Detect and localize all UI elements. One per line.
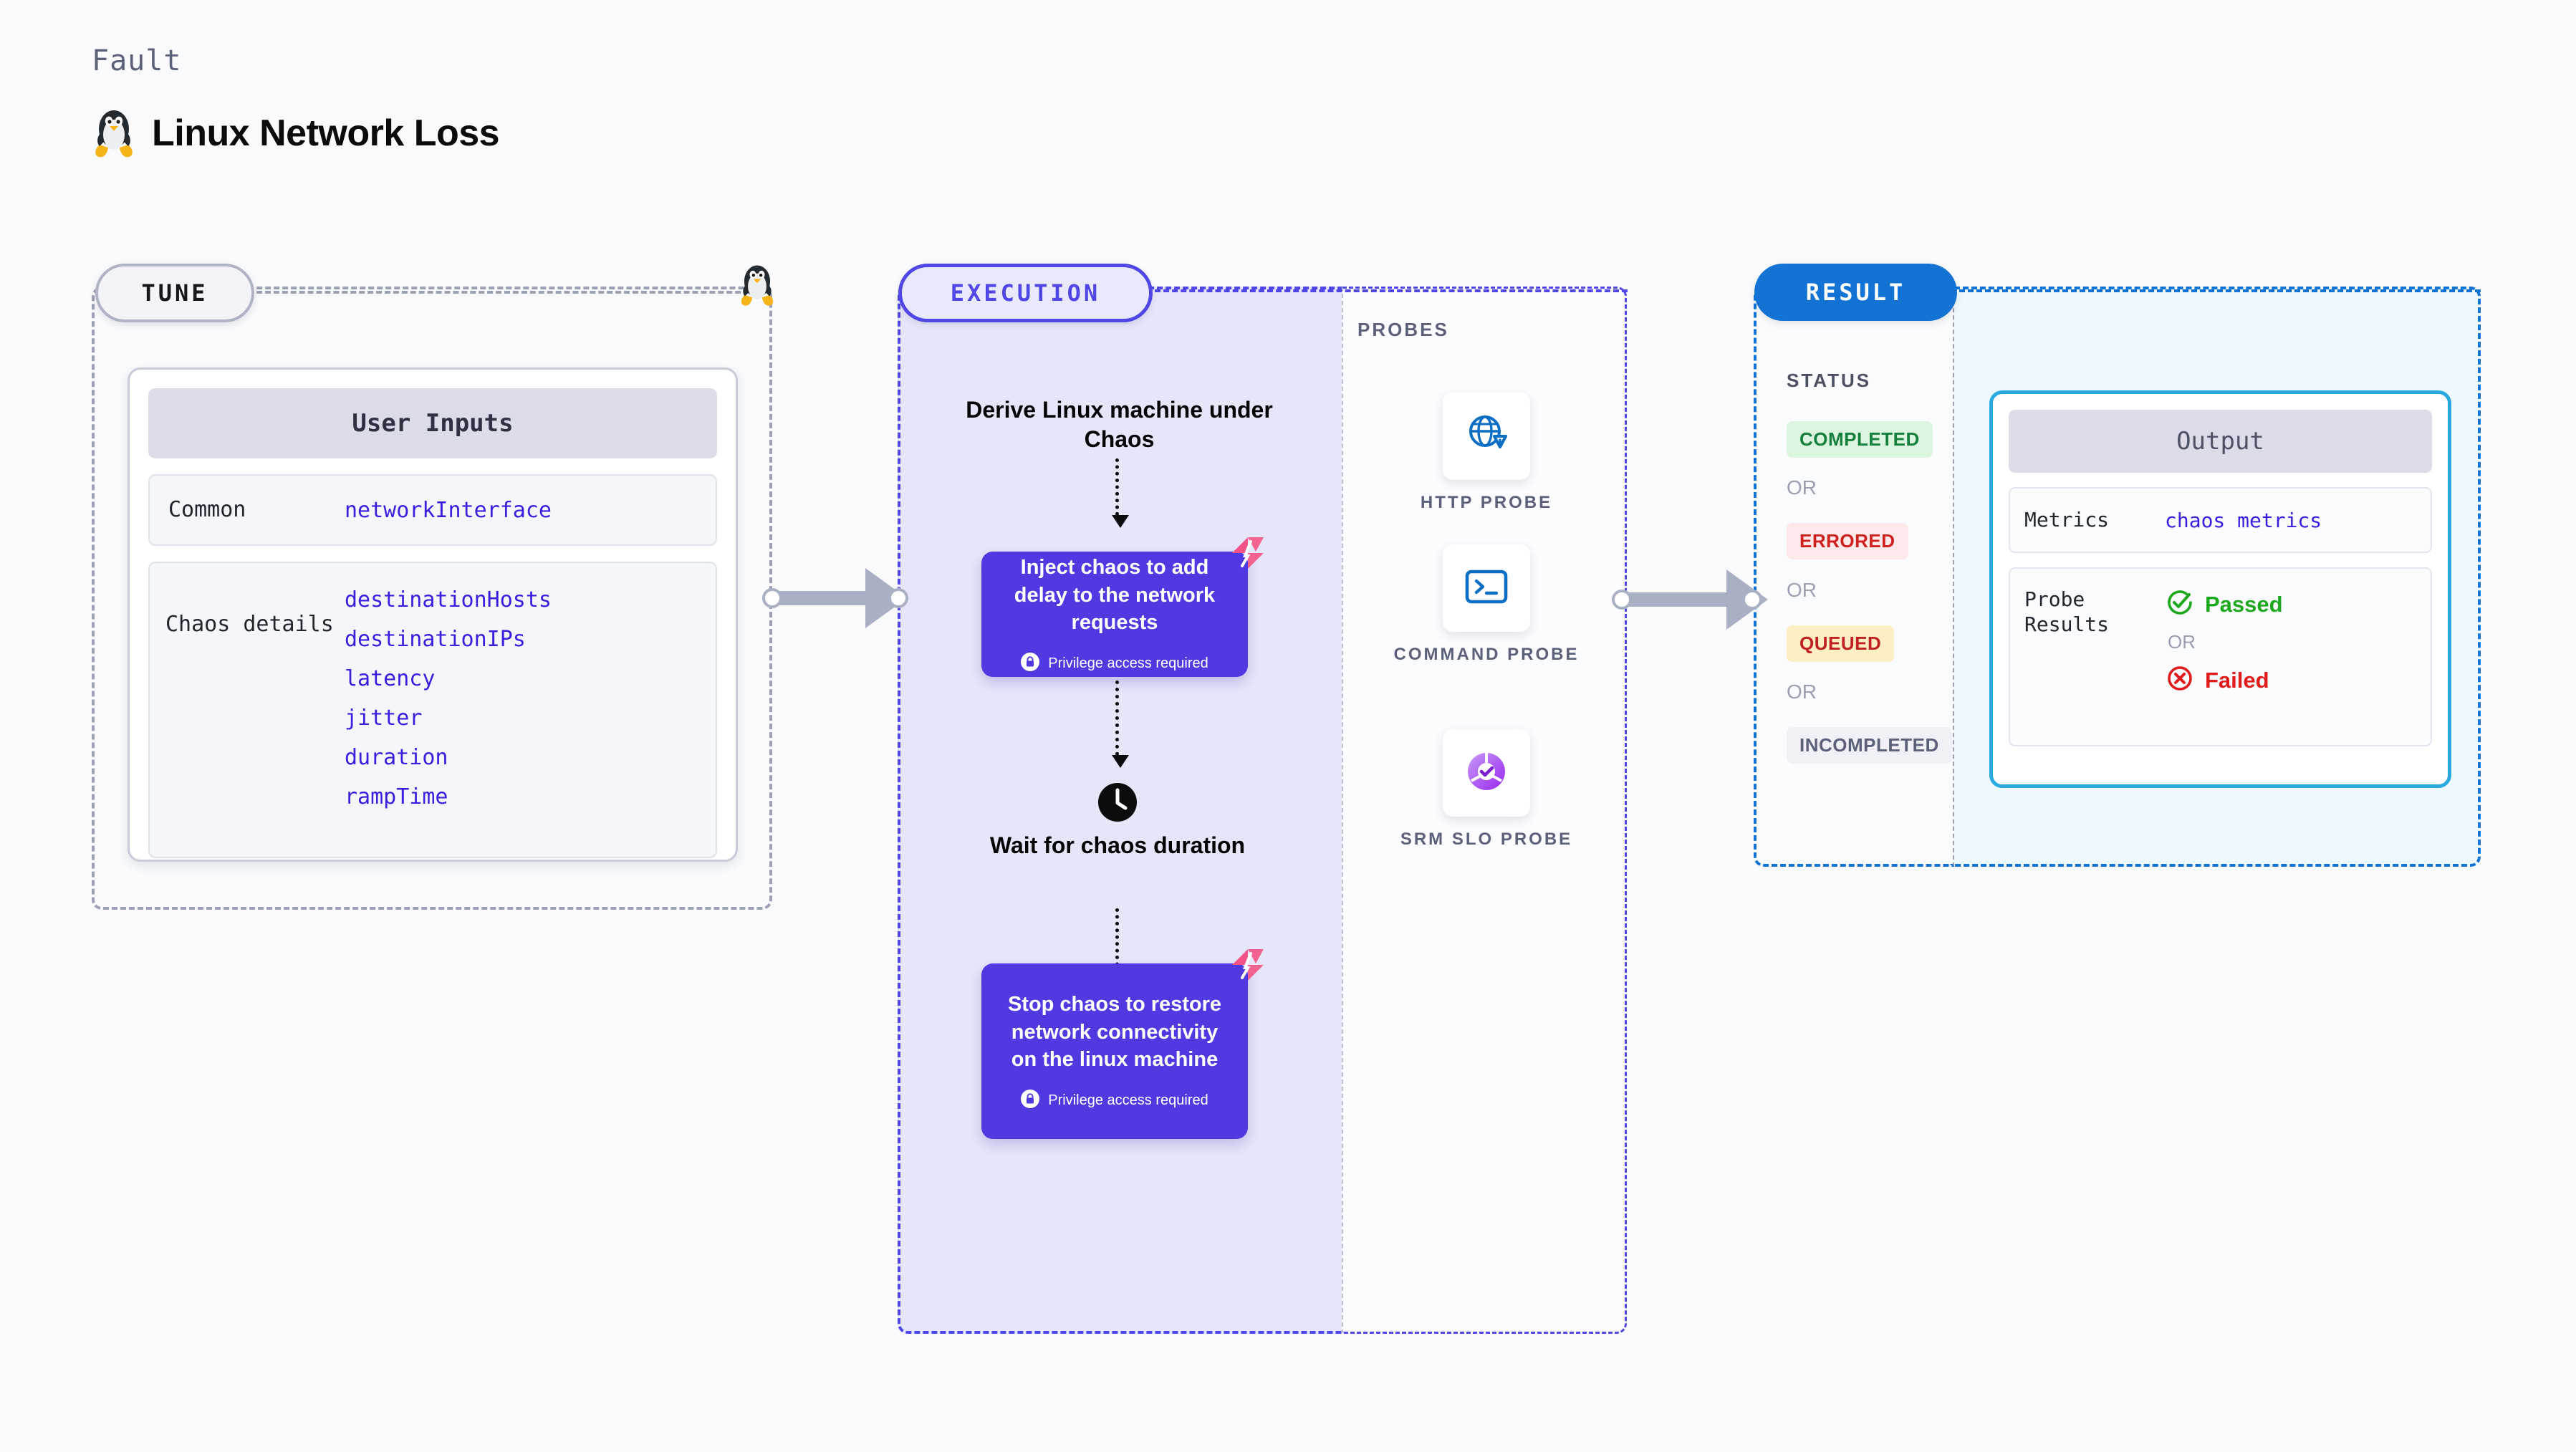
user-inputs-card-title: User Inputs — [148, 388, 717, 458]
output-row-metrics: Metrics chaos metrics — [2009, 487, 2432, 553]
probe-label: SRM SLO PROBE — [1400, 830, 1573, 849]
user-inputs-card: User Inputs Common networkInterface Chao… — [128, 367, 738, 862]
input-value[interactable]: jitter — [345, 706, 423, 731]
privilege-notice: Privilege access required — [1021, 652, 1208, 675]
execution-card-text: Stop chaos to restore network connectivi… — [1007, 993, 1222, 1072]
lock-icon — [1021, 652, 1040, 675]
flow-arrow-down — [1112, 458, 1129, 528]
x-circle-icon — [2165, 663, 2195, 697]
input-value[interactable]: networkInterface — [345, 497, 552, 523]
probe-item-command[interactable]: COMMAND PROBE — [1383, 544, 1590, 665]
page-title-row: Linux Network Loss — [92, 107, 500, 159]
probe-result-failed: Failed — [2165, 663, 2283, 697]
output-row-probe-results: Probe Results Passed OR — [2009, 567, 2432, 746]
probe-result-failed-label: Failed — [2205, 667, 2269, 693]
input-row-values: networkInterface — [345, 498, 552, 523]
probes-section-label: PROBES — [1357, 319, 1449, 340]
status-section-label: STATUS — [1787, 370, 1872, 391]
probe-item-srm-slo[interactable]: SRM SLO PROBE — [1383, 729, 1590, 850]
input-row-common: Common networkInterface — [148, 474, 717, 546]
privilege-notice: Privilege access required — [1021, 1089, 1208, 1112]
probe-result-passed-label: Passed — [2205, 591, 2283, 617]
stage-pill-execution[interactable]: EXECUTION — [898, 264, 1153, 322]
connector-line — [772, 591, 873, 605]
output-row-label: Probe Results — [2024, 587, 2110, 636]
probe-icon-box — [1443, 544, 1530, 632]
page-title: Linux Network Loss — [152, 112, 500, 154]
input-row-label: Common — [168, 496, 246, 522]
probe-label: COMMAND PROBE — [1393, 645, 1580, 664]
status-badge-completed: COMPLETED — [1787, 421, 1933, 458]
execution-card-inject-chaos[interactable]: Inject chaos to add delay to the network… — [981, 537, 1264, 677]
linux-penguin-icon — [92, 107, 136, 159]
execution-wait-title: Wait for chaos duration — [989, 832, 1246, 858]
output-row-label: Metrics — [2024, 507, 2110, 532]
linux-penguin-corner-icon — [738, 263, 777, 307]
execution-card-text: Inject chaos to add delay to the network… — [1014, 556, 1216, 635]
input-value[interactable]: duration — [345, 745, 448, 770]
probe-result-values: Passed OR Failed — [2165, 587, 2283, 697]
flow-arrow-down — [1112, 681, 1129, 768]
input-value[interactable]: destinationIPs — [345, 627, 526, 652]
connector-start-dot — [762, 588, 782, 608]
connector-line — [1623, 592, 1736, 607]
stage-pill-result[interactable]: RESULT — [1754, 264, 1957, 321]
output-metrics-value[interactable]: chaos metrics — [2165, 508, 2322, 532]
clock-icon — [1096, 781, 1139, 827]
input-row-label: Chaos details — [165, 612, 334, 637]
input-value[interactable]: destinationHosts — [345, 587, 552, 612]
tune-top-dashed-line — [256, 291, 758, 294]
input-value[interactable]: latency — [345, 666, 436, 691]
fault-eyebrow-label: Fault — [92, 44, 182, 77]
status-or-separator: OR — [1787, 579, 1817, 601]
probe-item-http[interactable]: HTTP PROBE — [1383, 393, 1590, 514]
probe-result-passed: Passed — [2165, 587, 2283, 621]
globe-warning-icon — [1463, 411, 1510, 462]
terminal-icon — [1464, 567, 1509, 610]
result-status-panel — [1754, 287, 1954, 867]
probe-result-or-separator: OR — [2168, 631, 2196, 653]
input-row-values: destinationHosts destinationIPs latency … — [345, 587, 552, 809]
connector-start-dot — [1612, 590, 1632, 610]
probe-icon-box — [1443, 393, 1530, 480]
execution-card-stop-chaos[interactable]: Stop chaos to restore network connectivi… — [981, 949, 1264, 1139]
status-badge-queued: QUEUED — [1787, 625, 1895, 662]
status-or-separator: OR — [1787, 681, 1817, 703]
probe-label: HTTP PROBE — [1420, 493, 1553, 512]
probe-icon-box — [1443, 729, 1530, 817]
harness-logo-icon — [1229, 534, 1267, 575]
page-header: Fault Linux Network Loss — [92, 44, 500, 159]
result-top-dashed-line — [1959, 289, 2481, 292]
stage-pill-tune[interactable]: TUNE — [95, 264, 254, 322]
lock-icon — [1021, 1089, 1040, 1112]
status-badge-incompleted: INCOMPLETED — [1787, 727, 1952, 764]
execution-step-title: Derive Linux machine under Chaos — [966, 397, 1273, 452]
slo-donut-check-icon — [1464, 749, 1509, 798]
status-or-separator: OR — [1787, 476, 1817, 499]
check-circle-icon — [2165, 587, 2195, 621]
privilege-text: Privilege access required — [1048, 1092, 1208, 1108]
output-card: Output Metrics chaos metrics Probe Resul… — [1989, 390, 2451, 788]
execution-top-dashed-line — [1155, 289, 1628, 292]
connector-end-dot — [888, 588, 908, 608]
privilege-text: Privilege access required — [1048, 655, 1208, 671]
input-row-chaos-details: Chaos details destinationHosts destinati… — [148, 562, 717, 858]
status-badge-errored: ERRORED — [1787, 523, 1908, 559]
input-value[interactable]: rampTime — [345, 784, 448, 809]
output-card-title: Output — [2009, 410, 2432, 473]
connector-end-dot — [1742, 590, 1762, 610]
harness-logo-icon — [1229, 946, 1267, 987]
